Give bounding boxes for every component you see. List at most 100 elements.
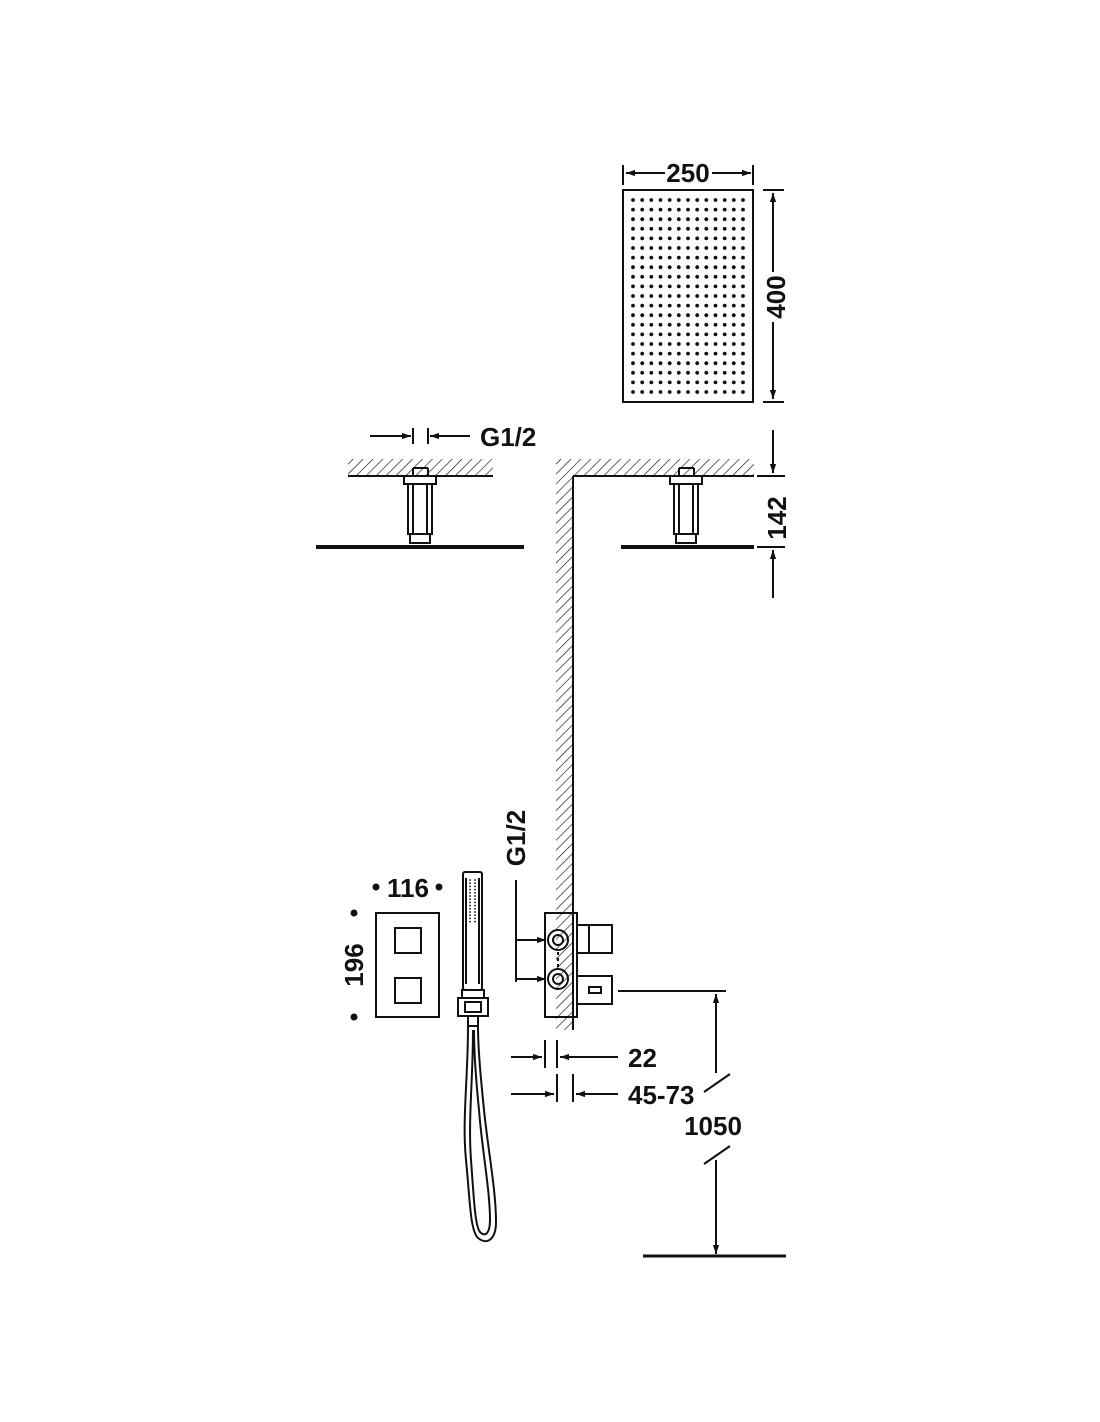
nozzle-dot	[649, 322, 654, 327]
control-plate-outline	[375, 912, 440, 1018]
nozzle-dot	[667, 255, 672, 260]
nozzle-dot	[731, 322, 736, 327]
nozzle-dot	[686, 380, 690, 385]
nozzle-dot	[631, 294, 635, 298]
nozzle-dot	[658, 294, 663, 298]
nozzle-dot	[631, 236, 635, 241]
nozzle-grid	[631, 198, 745, 394]
nozzle-dot	[631, 226, 635, 231]
nozzle-dot	[631, 313, 635, 318]
nozzle-dot	[722, 322, 727, 327]
nozzle-dot	[731, 313, 736, 318]
nozzle-dot	[667, 198, 672, 202]
valve-thread-label: G1/2	[501, 810, 531, 866]
nozzle-dot	[704, 294, 709, 298]
hand-nozzle-dot	[474, 904, 476, 907]
nozzle-dot	[667, 236, 672, 241]
hand-nozzle-dot	[474, 879, 476, 881]
hand-nozzle-dot	[469, 891, 471, 894]
nozzle-dot	[722, 313, 727, 318]
nozzle-dot	[722, 284, 727, 289]
hand-nozzle-dot	[469, 898, 471, 901]
plate-height-label: 196	[339, 943, 369, 986]
nozzle-dot	[713, 246, 718, 250]
nozzle-dot	[704, 246, 709, 250]
nozzle-dot	[640, 361, 645, 366]
nozzle-dot	[640, 226, 645, 231]
hand-nozzle-dot	[469, 920, 471, 923]
nozzle-dot	[658, 236, 663, 241]
nozzle-dot	[722, 370, 727, 375]
nozzle-dot	[722, 236, 727, 241]
nozzle-dot	[704, 265, 709, 270]
nozzle-dot	[741, 265, 745, 270]
nozzle-dot	[713, 351, 718, 356]
nozzle-dot	[686, 313, 690, 318]
nozzle-dot	[640, 274, 645, 279]
nozzle-dot	[676, 284, 681, 289]
nozzle-dot	[667, 390, 672, 394]
nozzle-dot	[704, 217, 709, 222]
hand-shower	[457, 871, 498, 1243]
nozzle-dot	[695, 207, 700, 212]
nozzle-dot	[676, 332, 681, 337]
nozzle-dot	[686, 198, 690, 202]
shower-head-top-view	[622, 189, 754, 403]
hand-nozzle-dot	[474, 898, 476, 901]
dim-plate-width: 116	[372, 873, 443, 903]
nozzle-dot	[631, 351, 635, 356]
nozzle-dot	[667, 284, 672, 289]
nozzle-dot	[649, 351, 654, 356]
nozzle-dot	[704, 380, 709, 385]
nozzle-dot	[741, 380, 745, 385]
shower-head-length-label: 400	[761, 275, 791, 318]
nozzle-dot	[667, 274, 672, 279]
nozzle-dot	[658, 380, 663, 385]
nozzle-dot	[722, 380, 727, 385]
nozzle-dot	[713, 294, 718, 298]
nozzle-dot	[676, 198, 681, 202]
nozzle-dot	[704, 198, 709, 202]
nozzle-dot	[695, 342, 700, 346]
nozzle-dot	[722, 274, 727, 279]
nozzle-dot	[667, 265, 672, 270]
nozzle-dot	[640, 342, 645, 346]
nozzle-dot	[704, 351, 709, 356]
nozzle-dot	[741, 284, 745, 289]
hand-nozzle-dot	[469, 914, 471, 917]
nozzle-dot	[640, 332, 645, 337]
nozzle-dot	[631, 274, 635, 279]
nozzle-dot	[686, 361, 690, 366]
nozzle-dot	[631, 207, 635, 212]
nozzle-dot	[658, 207, 663, 212]
nozzle-dot	[741, 217, 745, 222]
hand-nozzle-dot	[474, 885, 476, 888]
nozzle-dot	[713, 390, 718, 394]
nozzle-dot	[658, 274, 663, 279]
nozzle-dot	[686, 342, 690, 346]
nozzle-dot	[667, 351, 672, 356]
nozzle-dot	[667, 294, 672, 298]
nozzle-dot	[658, 265, 663, 270]
nozzle-dot	[658, 342, 663, 346]
nozzle-dot	[649, 236, 654, 241]
nozzle-dot	[722, 226, 727, 231]
wall-ceiling-section	[556, 459, 754, 1030]
nozzle-dot	[731, 236, 736, 241]
nozzle-dot	[741, 246, 745, 250]
nozzle-dot	[704, 207, 709, 212]
nozzle-dot	[704, 226, 709, 231]
shower-hose	[463, 1025, 498, 1243]
nozzle-dot	[686, 303, 690, 308]
nozzle-dot	[676, 303, 681, 308]
hand-nozzle-dot	[474, 891, 476, 894]
nozzle-dot	[741, 351, 745, 356]
nozzle-dot	[640, 207, 645, 212]
nozzle-dot	[704, 236, 709, 241]
thermostatic-valve-body	[544, 912, 613, 1018]
nozzle-dot	[713, 284, 718, 289]
nozzle-dot	[649, 274, 654, 279]
hand-nozzle-dot	[469, 904, 471, 907]
ceiling-shower-left	[316, 459, 524, 549]
